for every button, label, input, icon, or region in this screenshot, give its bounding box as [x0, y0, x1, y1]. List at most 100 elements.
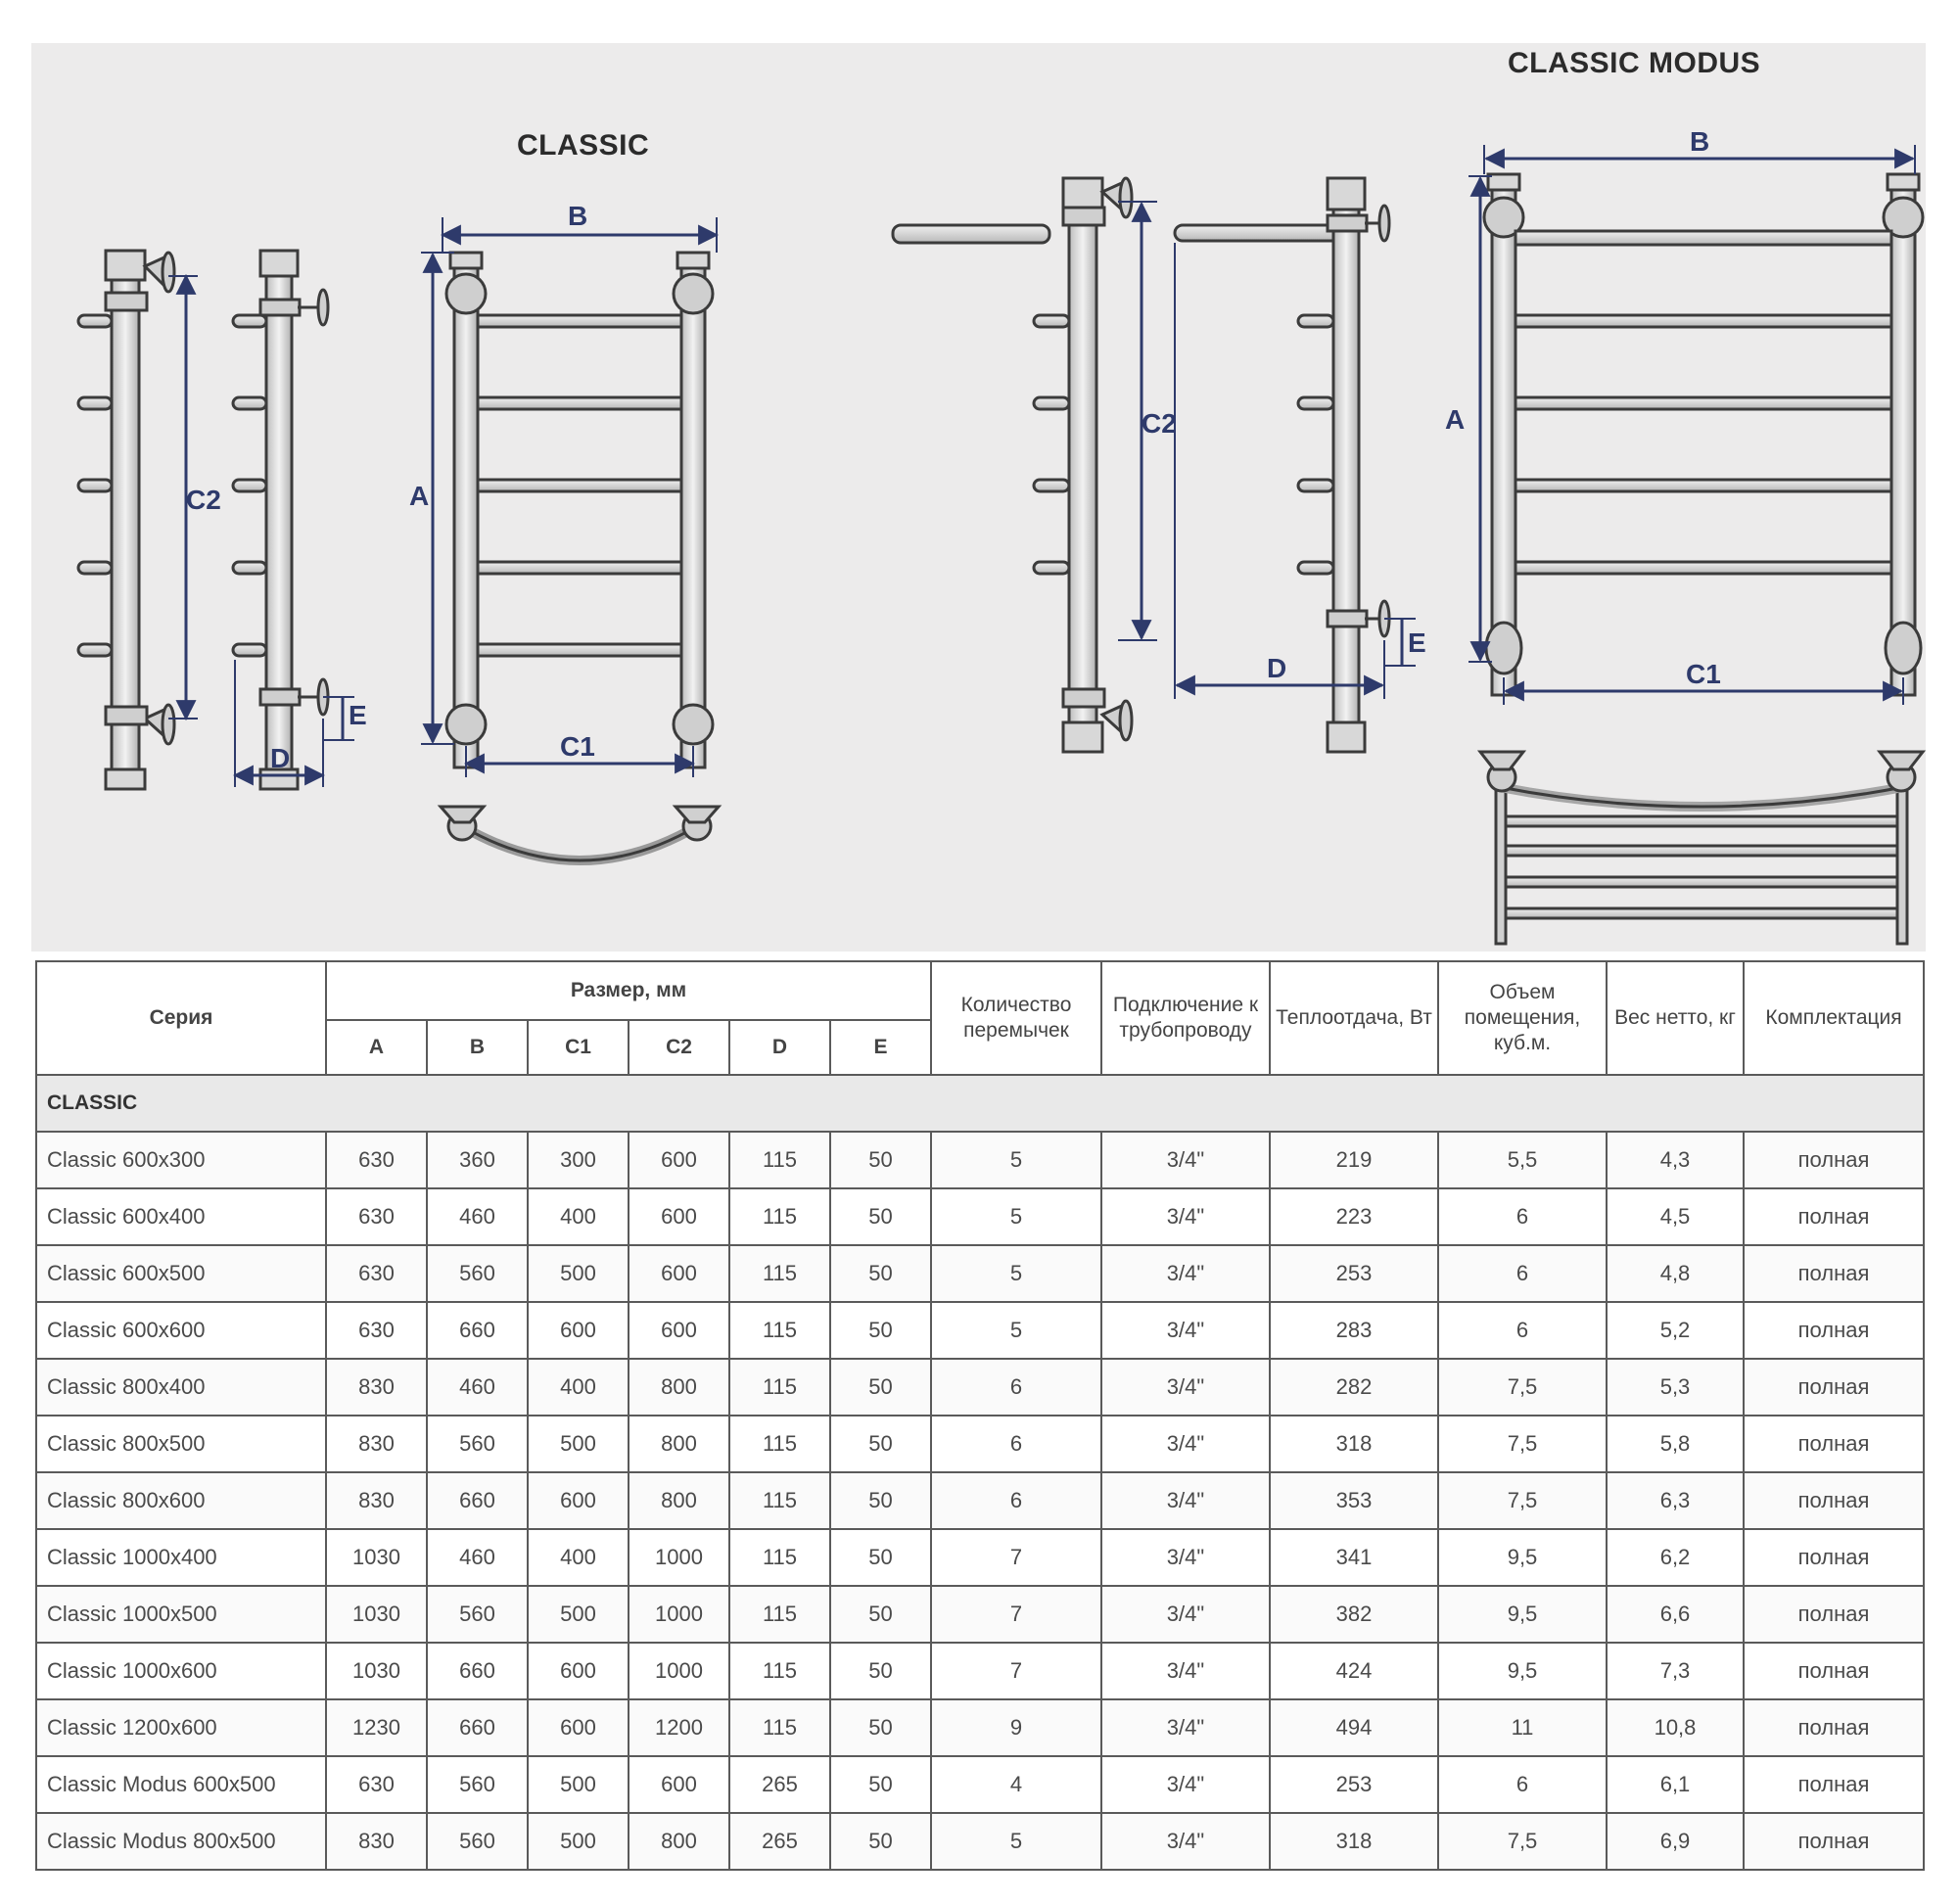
cell-bars: 5: [930, 1131, 1102, 1189]
header-series: Серия: [35, 960, 327, 1076]
cell-a: 1030: [325, 1585, 428, 1644]
e-label-left: E: [349, 700, 367, 730]
cell-weight: 4,8: [1606, 1244, 1745, 1303]
modus-side-view-front: [891, 176, 1134, 754]
cell-vol: 9,5: [1437, 1528, 1608, 1587]
a-label-left: A: [409, 481, 429, 511]
cell-conn: 3/4": [1100, 1642, 1271, 1700]
cell-conn: 3/4": [1100, 1358, 1271, 1416]
cell-weight: 5,3: [1606, 1358, 1745, 1416]
header-kit: Комплектация: [1743, 960, 1925, 1076]
cell-kit: полная: [1743, 1812, 1925, 1871]
cell-a: 630: [325, 1244, 428, 1303]
cell-name: Classic 600x400: [35, 1187, 327, 1246]
d-label-left: D: [270, 743, 290, 773]
cell-vol: 7,5: [1437, 1358, 1608, 1416]
c2-label-left: C2: [186, 485, 221, 515]
cell-heat: 283: [1269, 1301, 1439, 1360]
cell-b: 460: [426, 1528, 529, 1587]
header-dim-a: A: [325, 1019, 428, 1076]
cell-name: Classic 1000x600: [35, 1642, 327, 1700]
c2-dimension-right: [1118, 201, 1157, 641]
header-connection: Подключение к трубопроводу: [1100, 960, 1271, 1076]
cell-heat: 318: [1269, 1812, 1439, 1871]
cell-e: 50: [829, 1244, 932, 1303]
header-weight: Вес нетто, кг: [1606, 960, 1745, 1076]
header-dim-c2: C2: [628, 1019, 730, 1076]
classic-front-view: [444, 251, 715, 769]
cell-e: 50: [829, 1528, 932, 1587]
cell-c2: 1000: [628, 1585, 730, 1644]
cell-name: Classic 1000x500: [35, 1585, 327, 1644]
cell-conn: 3/4": [1100, 1187, 1271, 1246]
cell-weight: 4,3: [1606, 1131, 1745, 1189]
cell-bars: 5: [930, 1301, 1102, 1360]
cell-weight: 5,8: [1606, 1415, 1745, 1473]
cell-a: 830: [325, 1358, 428, 1416]
cell-heat: 223: [1269, 1187, 1439, 1246]
cell-d: 115: [728, 1187, 831, 1246]
cell-d: 115: [728, 1358, 831, 1416]
cell-name: Classic Modus 800x500: [35, 1812, 327, 1871]
technical-drawing: CLASSIC CLASSIC MODUS: [31, 43, 1926, 952]
cell-c2: 1000: [628, 1528, 730, 1587]
cell-bars: 4: [930, 1755, 1102, 1814]
cell-a: 1030: [325, 1528, 428, 1587]
b-dimension-left: [440, 217, 720, 253]
cell-b: 460: [426, 1187, 529, 1246]
cell-c1: 400: [527, 1358, 629, 1416]
modus-side-view-profile: [1173, 176, 1391, 754]
cell-e: 50: [829, 1755, 932, 1814]
cell-conn: 3/4": [1100, 1812, 1271, 1871]
c1-dimension-left: [463, 746, 696, 777]
cell-c2: 600: [628, 1244, 730, 1303]
cell-name: Classic Modus 600x500: [35, 1755, 327, 1814]
cell-heat: 282: [1269, 1358, 1439, 1416]
a-label-right: A: [1445, 404, 1465, 435]
cell-kit: полная: [1743, 1642, 1925, 1700]
cell-vol: 7,5: [1437, 1812, 1608, 1871]
header-room-volume: Объем помещения, куб.м.: [1437, 960, 1608, 1076]
cell-bars: 6: [930, 1415, 1102, 1473]
cell-heat: 353: [1269, 1471, 1439, 1530]
cell-kit: полная: [1743, 1755, 1925, 1814]
cell-c2: 800: [628, 1415, 730, 1473]
cell-weight: 6,6: [1606, 1585, 1745, 1644]
cell-c1: 300: [527, 1131, 629, 1189]
cell-c2: 800: [628, 1812, 730, 1871]
cell-vol: 9,5: [1437, 1642, 1608, 1700]
cell-a: 1030: [325, 1642, 428, 1700]
cell-c2: 800: [628, 1471, 730, 1530]
cell-c1: 600: [527, 1471, 629, 1530]
cell-d: 115: [728, 1698, 831, 1757]
e-label-right: E: [1408, 627, 1426, 658]
cell-a: 830: [325, 1812, 428, 1871]
header-dim-e: E: [829, 1019, 932, 1076]
c1-label-right: C1: [1686, 659, 1721, 689]
cell-e: 50: [829, 1585, 932, 1644]
cell-weight: 6,2: [1606, 1528, 1745, 1587]
cell-b: 560: [426, 1415, 529, 1473]
cell-kit: полная: [1743, 1244, 1925, 1303]
cell-name: Classic 800x500: [35, 1415, 327, 1473]
cell-c1: 500: [527, 1585, 629, 1644]
b-label-left: B: [568, 201, 587, 231]
cell-c1: 400: [527, 1187, 629, 1246]
cell-a: 1230: [325, 1698, 428, 1757]
cell-b: 660: [426, 1642, 529, 1700]
cell-c2: 1000: [628, 1642, 730, 1700]
cell-kit: полная: [1743, 1698, 1925, 1757]
cell-d: 115: [728, 1642, 831, 1700]
cell-b: 660: [426, 1301, 529, 1360]
cell-kit: полная: [1743, 1187, 1925, 1246]
cell-weight: 5,2: [1606, 1301, 1745, 1360]
cell-conn: 3/4": [1100, 1244, 1271, 1303]
a-dimension-right: [1468, 175, 1492, 663]
cell-kit: полная: [1743, 1415, 1925, 1473]
cell-conn: 3/4": [1100, 1415, 1271, 1473]
